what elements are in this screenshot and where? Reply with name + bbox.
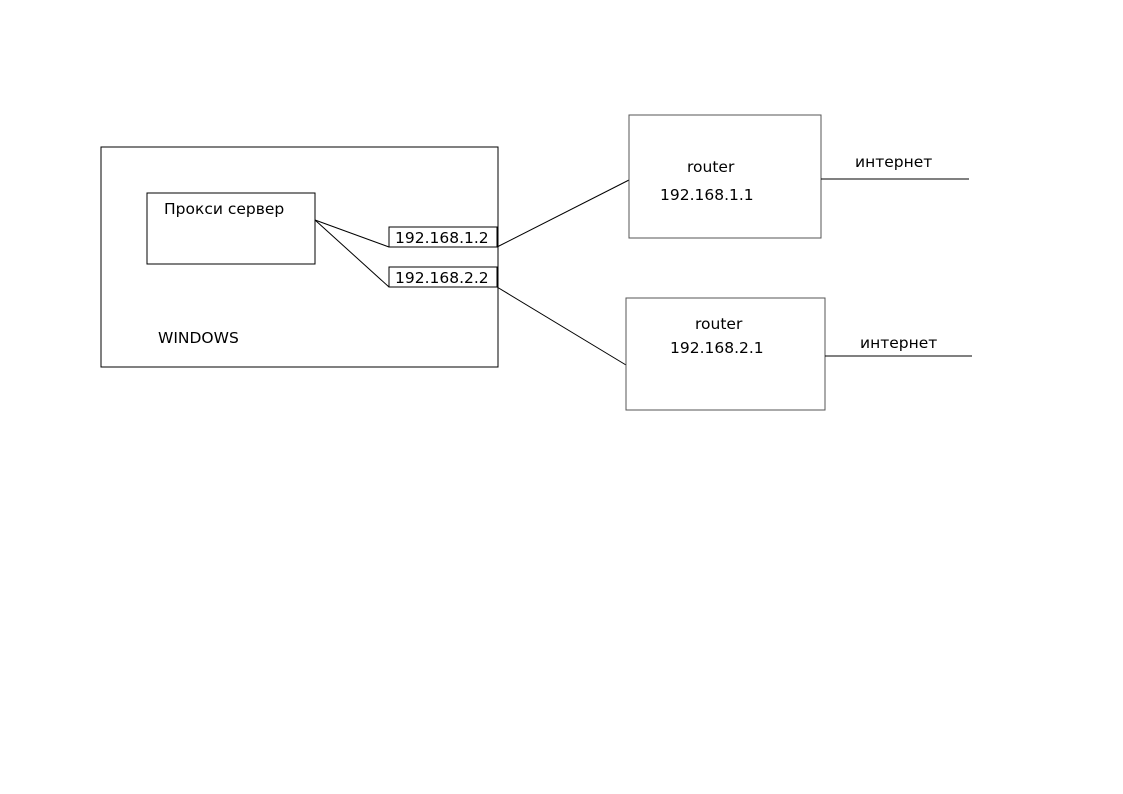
interface-2-ip: 192.168.2.2 <box>395 269 489 287</box>
windows-host-box <box>100 146 499 368</box>
router-2-label: router <box>695 315 743 333</box>
proxy-to-interface-2-link <box>314 219 390 288</box>
proxy-server-label: Прокси сервер <box>164 200 284 218</box>
interface-2: 192.168.2.2 <box>388 266 498 288</box>
interface-2-to-router-2-link <box>496 286 627 366</box>
router-2: router 192.168.2.1 <box>625 297 826 411</box>
proxy-to-interface-1-link <box>314 219 390 248</box>
router-1: router 192.168.1.1 <box>628 114 822 239</box>
router-1-ip: 192.168.1.1 <box>660 186 754 204</box>
router-1-box <box>628 114 822 239</box>
router-2-box <box>625 297 826 411</box>
windows-label: WINDOWS <box>158 329 239 347</box>
interface-1-to-router-1-link <box>496 179 630 248</box>
interface-2-box <box>388 266 498 288</box>
proxy-server: Прокси сервер <box>146 192 316 265</box>
router-1-label: router <box>687 158 735 176</box>
proxy-server-box <box>146 192 316 265</box>
interface-1-box <box>388 226 498 248</box>
windows-host: WINDOWS <box>100 146 499 368</box>
router-2-ip: 192.168.2.1 <box>670 339 764 357</box>
router-1-uplink-label: интернет <box>855 153 932 171</box>
interface-1: 192.168.1.2 <box>388 226 498 248</box>
router-2-uplink-label: интернет <box>860 334 937 352</box>
interface-1-ip: 192.168.1.2 <box>395 229 489 247</box>
